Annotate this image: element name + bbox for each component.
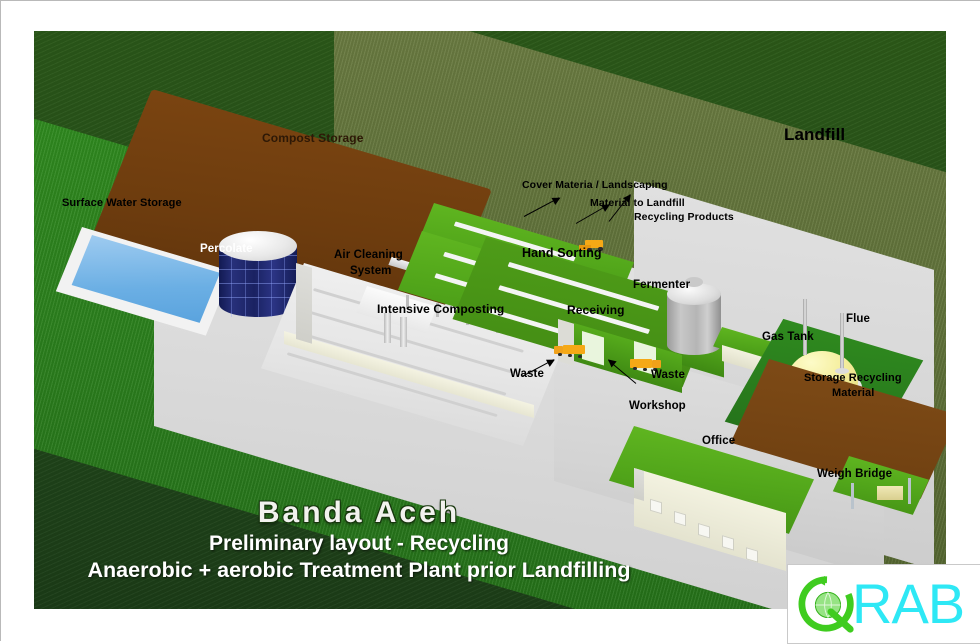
gantry-leg — [406, 295, 409, 309]
flue-base — [835, 368, 849, 374]
label-material-to-landfill: Material to Landfill — [590, 197, 685, 209]
label-gas-tank: Gas Tank — [762, 331, 814, 343]
label-surface-water-storage: Surface Water Storage — [62, 197, 182, 209]
composting-retaining-wall-west — [296, 263, 312, 344]
logo-box: RAB — [787, 564, 980, 644]
label-workshop: Workshop — [629, 400, 686, 412]
waste-truck-right — [629, 356, 661, 372]
label-landfill: Landfill — [784, 125, 846, 144]
label-air-cleaning-system-line2: System — [350, 265, 392, 277]
label-compost-storage: Compost Storage — [262, 131, 364, 145]
weigh-bridge-post — [851, 483, 854, 509]
label-recycling-products: Recycling Products — [634, 211, 734, 223]
label-storage-recycling-material-line1: Storage Recycling — [804, 372, 902, 384]
label-flue: Flue — [846, 313, 871, 325]
gantry-leg — [436, 303, 439, 317]
percolate-tank-roof — [219, 231, 297, 261]
fermenter-tank-roof — [667, 283, 721, 305]
label-office: Office — [702, 435, 736, 447]
site-plan-render: Landfill Compost Storage Surface Water S… — [34, 31, 946, 609]
qrab-recycle-globe-icon — [796, 573, 858, 635]
logo-wordmark: RAB — [852, 572, 965, 635]
label-weigh-bridge: Weigh Bridge — [817, 468, 893, 480]
weigh-bridge-booth — [877, 486, 903, 500]
label-waste-right: Waste — [651, 369, 685, 381]
air-cleaning-duct-2 — [400, 317, 407, 347]
label-storage-recycling-material-line2: Material — [832, 387, 875, 399]
label-air-cleaning-system-line1: Air Cleaning — [334, 249, 403, 261]
fermenter-vent-cap — [685, 277, 703, 287]
label-receiving: Receiving — [567, 303, 625, 317]
workshop-west-wall — [634, 468, 644, 501]
wheel-loader — [579, 236, 609, 254]
label-percolate: Percolate — [200, 243, 253, 255]
waste-truck-left — [554, 343, 586, 359]
label-fermenter: Fermenter — [633, 279, 691, 291]
weigh-bridge-post — [908, 478, 911, 504]
label-hand-sorting: Hand Sorting — [522, 246, 602, 260]
flue-stack-right — [840, 313, 844, 371]
label-cover-material-landscaping: Cover Materia / Landscaping — [522, 179, 668, 191]
label-waste-left: Waste — [510, 368, 544, 380]
flue-stack-left — [803, 299, 807, 355]
air-cleaning-duct-1 — [384, 313, 391, 343]
label-intensive-composting: Intensive Composting — [377, 302, 505, 316]
